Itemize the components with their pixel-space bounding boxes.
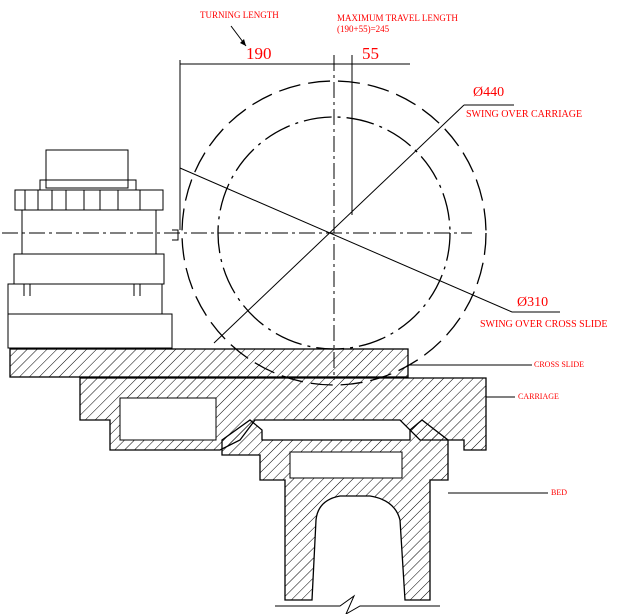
max-travel-title: MAXIMUM TRAVEL LENGTH [337, 13, 458, 23]
tool-post [7, 149, 179, 349]
dimension-55: 55 [362, 44, 379, 63]
max-travel-formula: (190+55)=245 [337, 24, 390, 34]
turning-length-label: TURNING LENGTH [200, 10, 279, 20]
carriage-pocket [119, 397, 217, 441]
swing-over-cross-slide-label: SWING OVER CROSS SLIDE [480, 319, 608, 330]
diameter-310-label: Ø310 [517, 295, 549, 310]
bed-top-pocket [289, 451, 403, 479]
bed-label: BED [551, 488, 567, 497]
bed-body [221, 419, 449, 601]
swing-over-carriage-label: SWING OVER CARRIAGE [466, 109, 583, 120]
cross-slide-body [9, 348, 409, 378]
swing-circle-440 [181, 80, 487, 386]
diameter-440-label: Ø440 [473, 85, 505, 100]
break-line [275, 594, 440, 614]
dia-440-leader [213, 104, 465, 344]
leader-arrow [240, 39, 246, 46]
dimension-190: 190 [246, 44, 272, 63]
cross-slide-label: CROSS SLIDE [534, 360, 585, 369]
carriage-label: CARRIAGE [518, 392, 559, 401]
dia-310-leader [179, 167, 513, 313]
